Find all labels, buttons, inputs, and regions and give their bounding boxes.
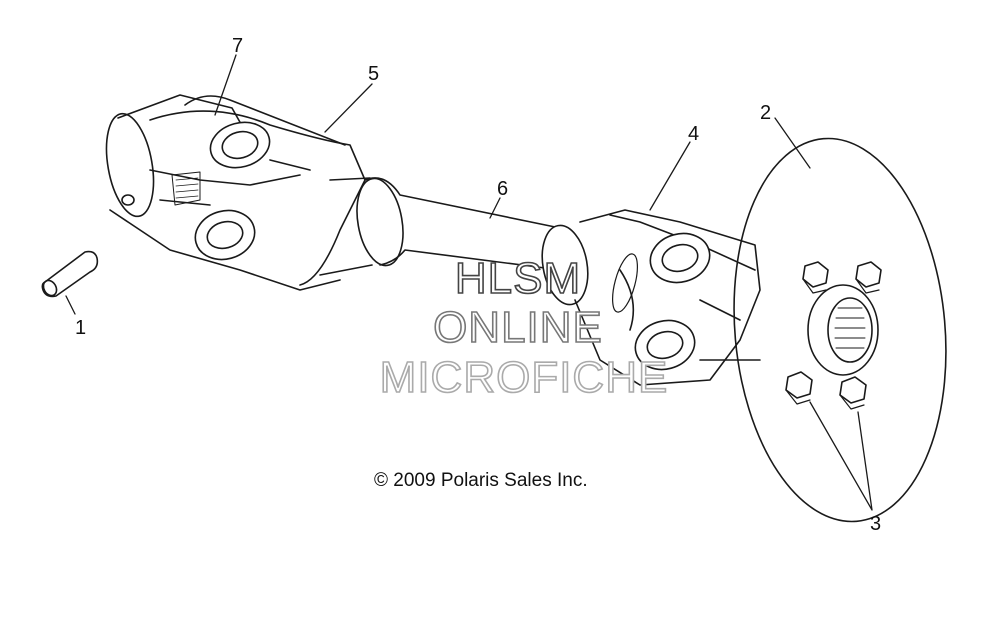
callout-4: 4 xyxy=(688,123,699,145)
watermark-line-1: HLSM xyxy=(455,254,581,303)
callout-2: 2 xyxy=(760,102,771,124)
callout-5: 5 xyxy=(368,63,379,85)
copyright-text: © 2009 Polaris Sales Inc. xyxy=(374,470,588,491)
drive-shaft-part xyxy=(319,177,561,276)
right-u-joint-assembly xyxy=(541,209,761,386)
callout-6: 6 xyxy=(497,178,508,200)
callout-3: 3 xyxy=(870,513,881,535)
leader-lines xyxy=(65,54,873,511)
watermark-line-3: MICROFICHE xyxy=(380,353,669,402)
pin-part xyxy=(41,250,99,298)
callout-7: 7 xyxy=(232,35,243,57)
watermark-line-2: ONLINE xyxy=(433,303,603,352)
left-u-joint-assembly xyxy=(105,94,366,291)
callout-1: 1 xyxy=(75,317,86,339)
brake-disc-part xyxy=(733,137,947,523)
